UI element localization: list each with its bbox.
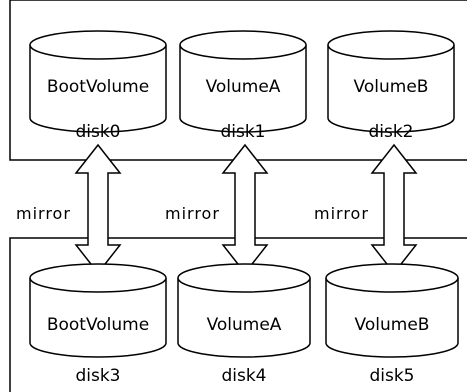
volume-label: VolumeB [355, 315, 430, 335]
disk-label: disk5 [369, 366, 414, 386]
disk-label: disk4 [221, 366, 266, 386]
mirror-arrow [221, 143, 269, 275]
disk-label: disk1 [220, 122, 265, 142]
volume-label: BootVolume [47, 77, 149, 97]
volume-label: VolumeA [206, 77, 281, 97]
mirror-arrow [74, 143, 122, 275]
disk-0-cylinder [29, 30, 167, 133]
disk-2-cylinder [327, 30, 455, 133]
disk-label: disk0 [75, 122, 120, 142]
disk-label: disk3 [75, 366, 120, 386]
bottom-group-frame [9, 237, 467, 392]
volume-label: VolumeA [207, 315, 282, 335]
volume-label: VolumeB [354, 77, 429, 97]
mirror-label: mirror [16, 204, 71, 223]
disk-5-cylinder [325, 263, 459, 358]
disk-label: disk2 [368, 122, 413, 142]
mirror-label: mirror [165, 204, 220, 223]
disk-1-cylinder [179, 30, 307, 133]
mirror-arrow [370, 143, 418, 275]
mirror-label: mirror [314, 204, 369, 223]
volume-label: BootVolume [47, 315, 149, 335]
disk-4-cylinder [177, 263, 311, 358]
disk-3-cylinder [29, 263, 167, 358]
